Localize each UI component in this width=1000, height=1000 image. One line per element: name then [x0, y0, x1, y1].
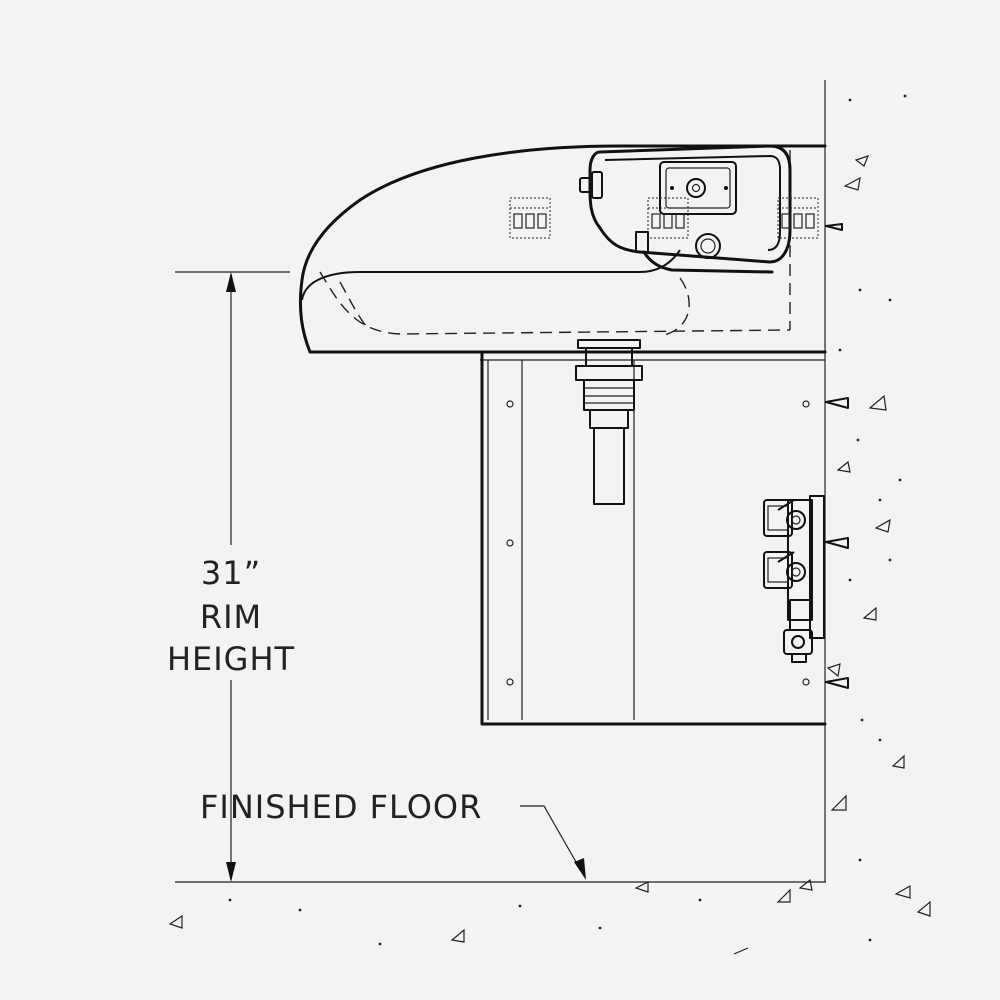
finished-floor-label: FINISHED FLOOR	[200, 788, 482, 826]
supply-valves	[763, 495, 825, 663]
wall-anchors	[825, 223, 849, 689]
drain-assembly	[575, 339, 643, 505]
dimension-label-height: HEIGHT	[167, 640, 295, 678]
basin-shell	[298, 144, 827, 361]
floor-leader-arrow	[520, 805, 586, 880]
mounting-clips	[509, 197, 819, 239]
rim-height-dimension	[175, 271, 290, 882]
concrete-hatch	[168, 94, 931, 955]
bubbler-housing	[579, 144, 792, 274]
dimension-value: 31”	[201, 554, 261, 592]
dimension-label-rim: RIM	[200, 598, 262, 636]
mounting-panel	[480, 350, 827, 726]
